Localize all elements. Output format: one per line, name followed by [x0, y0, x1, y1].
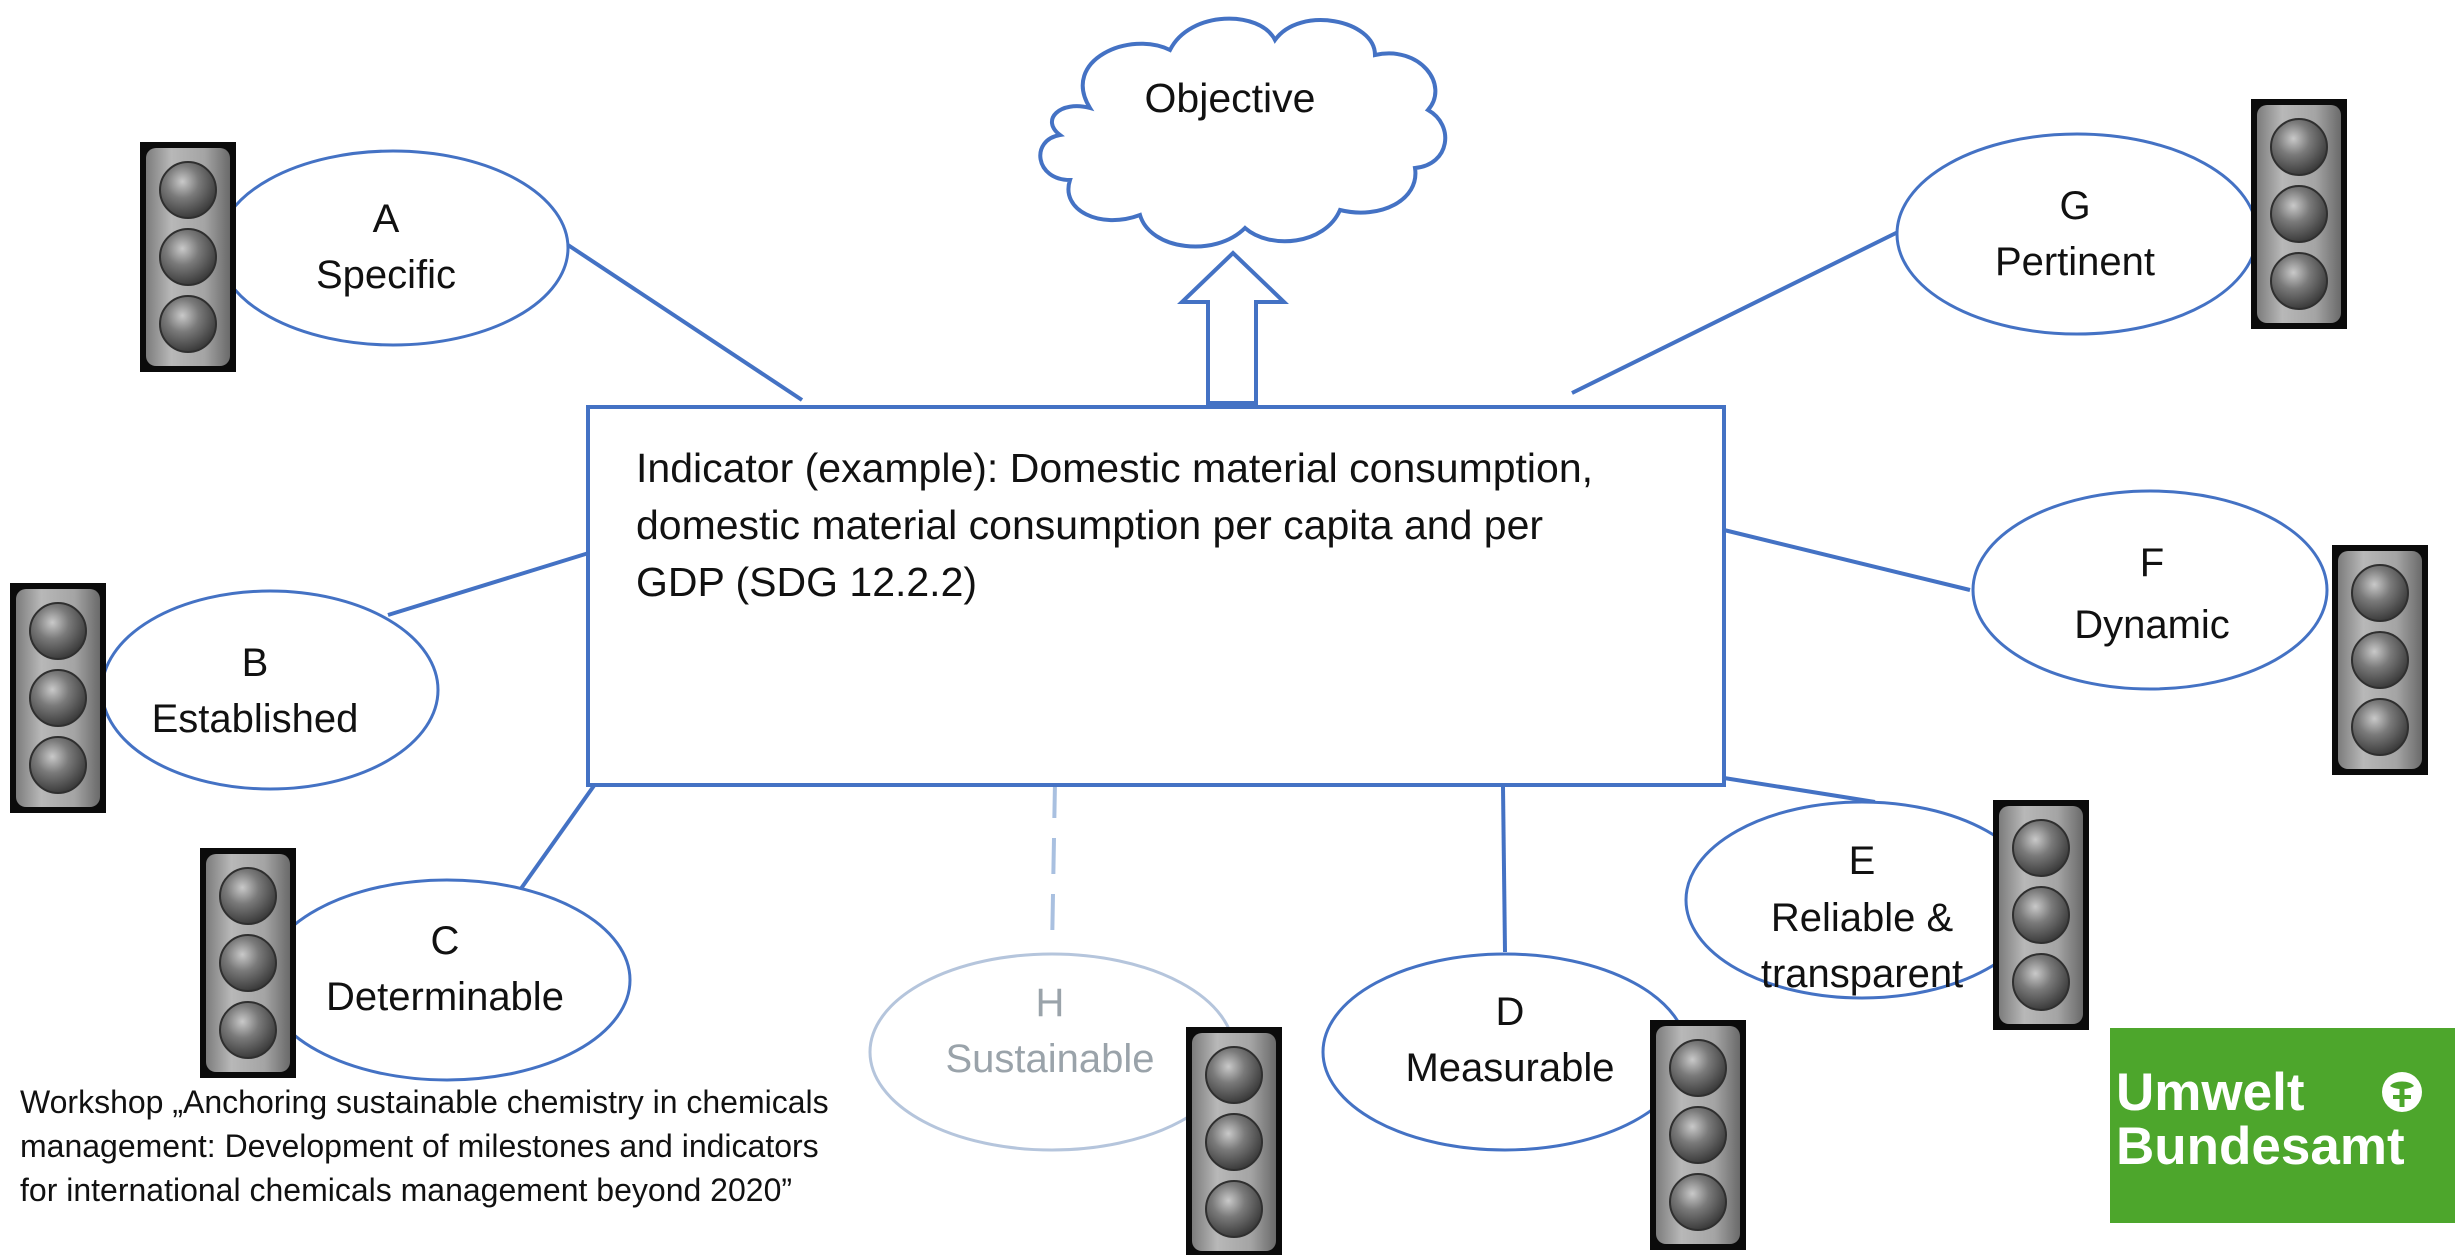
traffic-light-d-icon [1650, 1020, 1746, 1250]
connector-f [1723, 528, 1971, 592]
criterion-c-letter: C [430, 919, 460, 963]
criterion-f-letter: F [2139, 541, 2165, 585]
objective-label: Objective [1144, 75, 1316, 121]
logo-line2: Bundesamt [2116, 1117, 2405, 1176]
logo-line1: Umwelt [2116, 1063, 2305, 1122]
arrow-up-icon [1177, 250, 1289, 405]
traffic-light-f-icon [2332, 545, 2428, 775]
indicator-box [586, 405, 1726, 787]
criterion-f-ellipse [1971, 489, 2329, 691]
workshop-caption: Workshop „Anchoring sustainable chemistr… [20, 1084, 829, 1208]
criterion-c-label: Determinable [326, 975, 564, 1019]
criterion-g-letter: G [2059, 184, 2091, 228]
traffic-light-c-icon [200, 848, 296, 1078]
criterion-f-label: Dynamic [2074, 603, 2230, 647]
criterion-d-label: Measurable [1405, 1046, 1615, 1090]
objective-cloud [1038, 16, 1448, 249]
criterion-b-letter: B [241, 641, 269, 685]
criterion-a-label: Specific [315, 253, 457, 297]
connector-d [1501, 786, 1507, 953]
traffic-light-h-icon [1186, 1027, 1282, 1255]
indicator-text: Indicator (example): Domestic material c… [636, 445, 1594, 605]
criterion-a-letter: A [372, 197, 400, 241]
tree-emblem-icon [2382, 1072, 2422, 1112]
traffic-light-a-icon [140, 142, 236, 372]
traffic-light-b-icon [10, 583, 106, 813]
umweltbundesamt-logo [2110, 1028, 2455, 1223]
criterion-b-label: Established [151, 697, 359, 741]
connector-a [566, 243, 804, 402]
traffic-light-e-icon [1993, 800, 2089, 1030]
connector-e [1723, 776, 1876, 804]
criterion-e-label-line2: transparent [1760, 952, 1964, 996]
umweltbundesamt-logo-text: Umwelt Bundesamt [2116, 1066, 2405, 1174]
traffic-light-g-icon [2251, 99, 2347, 329]
connector-g [1571, 230, 1899, 395]
criterion-e-letter: E [1848, 839, 1876, 883]
criterion-g-label: Pertinent [1994, 240, 2156, 284]
criterion-e-label: Reliable & [1770, 896, 1954, 940]
criterion-h-label: Sustainable [945, 1037, 1155, 1081]
connector-h [1050, 781, 1057, 951]
connector-c [518, 778, 600, 892]
criterion-d-letter: D [1495, 990, 1525, 1034]
connector-b [387, 550, 593, 617]
criterion-h-letter: H [1035, 981, 1065, 1025]
